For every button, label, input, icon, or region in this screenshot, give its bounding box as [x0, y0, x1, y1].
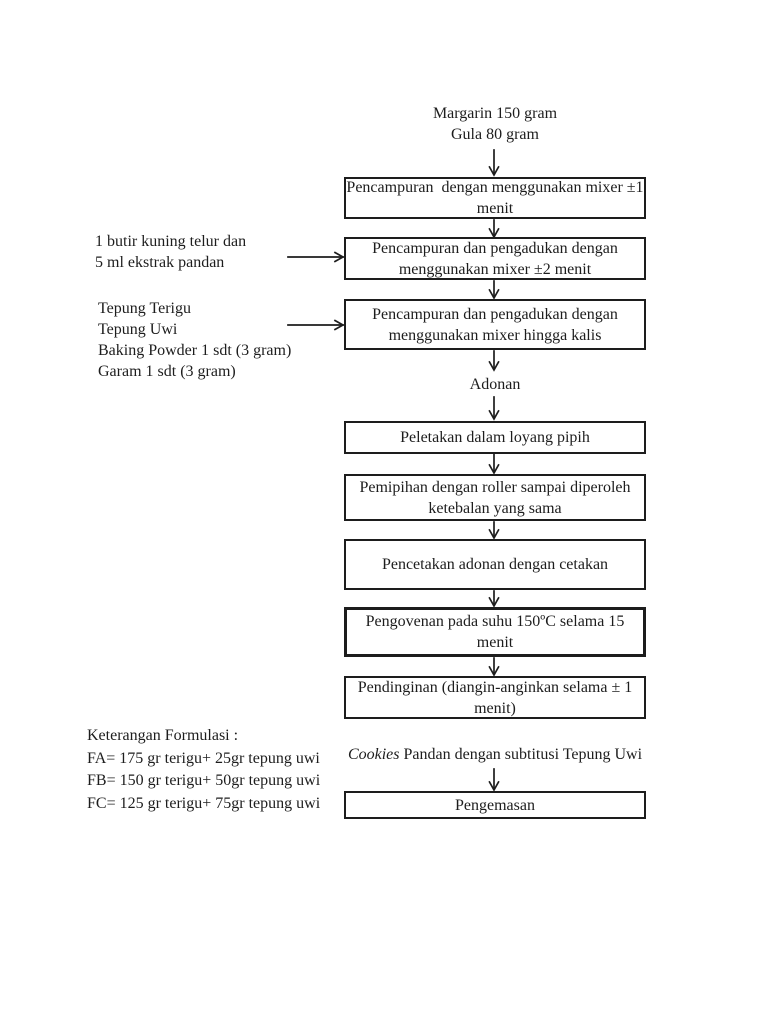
arrow-down-inputs-to-step1	[488, 149, 500, 177]
note-line: Keterangan Formulasi :	[87, 727, 239, 744]
arrow-down-step2-to-step3	[488, 280, 500, 300]
note-line: 5 ml ekstrak pandan	[95, 254, 225, 271]
cookies-italic-text: Cookies	[347, 746, 400, 763]
note-line: Tepung Uwi	[98, 321, 178, 338]
step-text: Pencampuran dengan menggunakan mixer ±1	[346, 179, 644, 196]
arrow-down-adonan-to-step4	[488, 396, 500, 421]
step-box-mixing-2min: Pencampuran dan pengadukan dengan menggu…	[344, 237, 646, 280]
step-text: Peletakan dalam loyang pipih	[400, 429, 590, 446]
note-line: FB= 150 gr terigu+ 50gr tepung uwi	[87, 772, 321, 789]
step-box-mixing-1min: Pencampuran dengan menggunakan mixer ±1 …	[344, 177, 646, 219]
step-text: Pemipihan dengan roller sampai diperoleh	[359, 478, 631, 496]
step-text: menggunakan mixer hingga kalis	[388, 326, 602, 344]
note-line: FC= 125 gr terigu+ 75gr tepung uwi	[87, 794, 321, 812]
step-text: Pengovenan pada suhu 150ºC selama 15	[365, 613, 625, 630]
cookies-rest-text: Pandan dengan subtitusi Tepung Uwi	[399, 746, 643, 763]
label-margarin: Margarin 150 gram	[432, 105, 558, 122]
arrow-down-step7-to-step8	[488, 657, 500, 677]
arrow-down-step4-to-step5	[488, 453, 500, 475]
step-text: menit)	[474, 699, 516, 717]
note-line: Baking Powder 1 sdt (3 gram)	[98, 342, 292, 359]
arrow-down-cookies-to-step9	[488, 768, 500, 792]
step-box-peletakan: Peletakan dalam loyang pipih	[344, 421, 646, 454]
step-text: Pengemasan	[455, 796, 535, 814]
label-cookies-product: Cookies Pandan dengan subtitusi Tepung U…	[344, 744, 646, 765]
label-adonan: Adonan	[469, 376, 521, 393]
note-line: Tepung Terigu	[98, 300, 191, 317]
step-text: ketebalan yang sama	[428, 499, 562, 517]
step-box-pengemasan: Pengemasan	[344, 791, 646, 819]
step-text: menit	[476, 634, 514, 651]
step-box-pencetakan: Pencetakan adonan dengan cetakan	[344, 539, 646, 590]
arrow-down-step3-to-adonan	[488, 350, 500, 372]
note-line: Garam 1 sdt (3 gram)	[98, 363, 236, 380]
arrow-right-egg-pandan	[287, 251, 345, 263]
step-box-mixing-kalis: Pencampuran dan pengadukan dengan menggu…	[344, 299, 646, 350]
arrow-down-step1-to-step2	[488, 219, 500, 239]
step-box-pemipihan: Pemipihan dengan roller sampai diperoleh…	[344, 474, 646, 521]
note-egg-pandan: 1 butir kuning telur dan 5 ml ekstrak pa…	[95, 231, 246, 273]
step-text: menggunakan mixer ±2 menit	[398, 260, 592, 278]
note-line: 1 butir kuning telur dan	[95, 233, 247, 250]
step-text: Pendinginan (diangin-anginkan selama ± 1	[357, 678, 633, 696]
step-text: Pencetakan adonan dengan cetakan	[381, 556, 609, 573]
step-text: Pencampuran dan pengadukan dengan	[372, 305, 618, 323]
arrow-down-step5-to-step6	[488, 521, 500, 540]
arrow-down-step6-to-step7	[488, 590, 500, 608]
step-text: Pencampuran dan pengadukan dengan	[372, 239, 618, 257]
step-text: menit	[476, 200, 514, 217]
note-line: FA= 175 gr terigu+ 25gr tepung uwi	[87, 749, 320, 767]
label-gula: Gula 80 gram	[451, 126, 539, 143]
arrow-right-dry-ingredients	[287, 319, 345, 331]
step-box-pendinginan: Pendinginan (diangin-anginkan selama ± 1…	[344, 676, 646, 719]
note-dry-ingredients: Tepung Terigu Tepung Uwi Baking Powder 1…	[98, 298, 291, 382]
step-box-pengovenan: Pengovenan pada suhu 150ºC selama 15 men…	[344, 607, 646, 657]
note-formulation-legend: Keterangan Formulasi : FA= 175 gr terigu…	[87, 725, 320, 815]
